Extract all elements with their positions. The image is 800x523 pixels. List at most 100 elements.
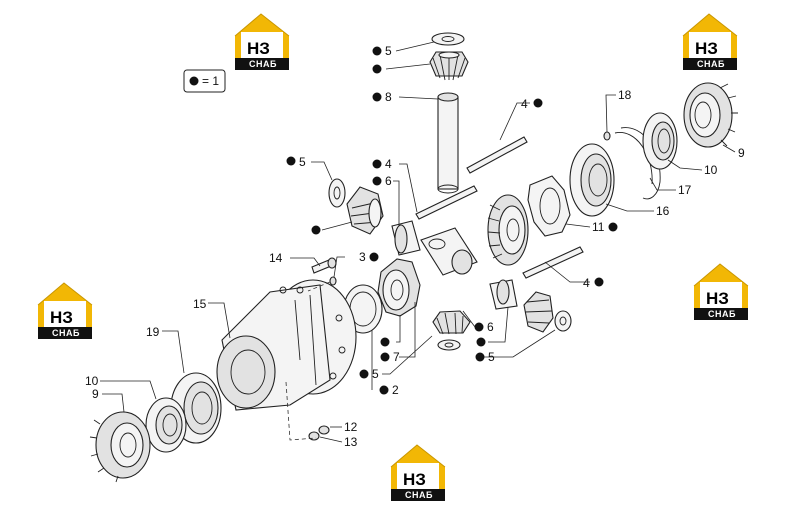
side-gear-large xyxy=(487,194,529,266)
pinion-gear-top xyxy=(429,51,469,81)
callout-15: 15 xyxy=(193,297,207,311)
svg-text:4: 4 xyxy=(521,97,528,111)
side-gear-left xyxy=(377,258,421,317)
brand-logo: НЗ СНАБ xyxy=(37,282,93,340)
svg-text:6: 6 xyxy=(487,320,494,334)
sleeve-left xyxy=(391,220,421,256)
svg-text:НЗ: НЗ xyxy=(403,470,426,489)
sleeve-right xyxy=(489,279,518,310)
callout-10-right: 10 xyxy=(704,163,718,177)
bearing-race-left xyxy=(145,397,187,453)
svg-text:10: 10 xyxy=(85,374,99,388)
callout-13: 13 xyxy=(344,435,358,449)
svg-text:3: 3 xyxy=(359,250,366,264)
svg-text:СНАБ: СНАБ xyxy=(405,490,433,500)
assembly-line xyxy=(307,281,331,292)
callout-9-left: 9 xyxy=(92,387,99,401)
svg-text:4: 4 xyxy=(385,157,392,171)
svg-text:СНАБ: СНАБ xyxy=(52,328,80,338)
svg-text:2: 2 xyxy=(392,383,399,397)
svg-text:7: 7 xyxy=(393,350,400,364)
brand-logo: НЗ СНАБ xyxy=(390,444,446,502)
svg-text:9: 9 xyxy=(92,387,99,401)
callout-4-top: 4 xyxy=(521,97,543,111)
svg-text:12: 12 xyxy=(344,420,358,434)
callout-3: 3 xyxy=(359,250,379,264)
callout-5-left: 5 xyxy=(286,155,306,169)
svg-text:СНАБ: СНАБ xyxy=(697,59,725,69)
callout-10-left: 10 xyxy=(85,374,99,388)
callout-dot-gear-top xyxy=(372,64,382,74)
thrust-plate xyxy=(527,175,571,237)
svg-text:10: 10 xyxy=(704,163,718,177)
callout-dot-gear-left xyxy=(311,225,321,235)
callout-4-mid: 4 xyxy=(372,157,392,171)
svg-text:19: 19 xyxy=(146,325,160,339)
thrust-washer-right xyxy=(554,310,572,332)
callout-16: 16 xyxy=(656,204,670,218)
pinion-gear-left xyxy=(346,186,384,235)
pin-top xyxy=(466,136,528,174)
pin-right xyxy=(522,246,584,279)
spider-block xyxy=(420,227,478,276)
callout-11: 11 xyxy=(592,220,618,234)
svg-text:СНАБ: СНАБ xyxy=(249,59,277,69)
thrust-washer-top xyxy=(431,32,465,46)
callout-18: 18 xyxy=(618,88,632,102)
callout-14: 14 xyxy=(269,251,283,265)
svg-text:5: 5 xyxy=(488,350,495,364)
brand-logo: НЗ СНАБ xyxy=(234,13,290,71)
svg-text:СНАБ: СНАБ xyxy=(708,309,736,319)
callout-19: 19 xyxy=(146,325,160,339)
svg-text:НЗ: НЗ xyxy=(706,289,729,308)
callout-dot-ring xyxy=(380,337,390,347)
callout-9-right: 9 xyxy=(738,146,745,160)
callout-2: 2 xyxy=(379,383,399,397)
pin-mid xyxy=(415,185,478,220)
callout-6-low: 6 xyxy=(474,320,494,334)
small-pin xyxy=(603,131,611,141)
assembly-line xyxy=(285,381,317,441)
svg-text:5: 5 xyxy=(372,367,379,381)
snap-ring xyxy=(614,127,661,200)
pinion-gear-bottom xyxy=(432,310,471,335)
thrust-washer-bottom xyxy=(437,339,461,351)
callout-dot-low xyxy=(476,337,486,347)
svg-text:14: 14 xyxy=(269,251,283,265)
differential-case xyxy=(216,279,357,411)
callout-8: 8 xyxy=(372,90,392,104)
cover-disc xyxy=(569,143,615,217)
svg-text:4: 4 xyxy=(583,276,590,290)
svg-text:9: 9 xyxy=(738,146,745,160)
svg-text:17: 17 xyxy=(678,183,692,197)
svg-text:15: 15 xyxy=(193,297,207,311)
roll-pin xyxy=(308,425,330,441)
small-pin-3 xyxy=(329,276,337,286)
leader-lines xyxy=(100,41,736,443)
callout-17: 17 xyxy=(678,183,692,197)
cross-shaft xyxy=(437,92,459,194)
callout-5-lowright: 5 xyxy=(475,350,495,364)
svg-text:11: 11 xyxy=(592,220,605,234)
callout-4-right: 4 xyxy=(583,276,604,290)
callout-12: 12 xyxy=(344,420,358,434)
pinion-gear-right xyxy=(523,291,554,333)
svg-text:13: 13 xyxy=(344,435,358,449)
svg-text:НЗ: НЗ xyxy=(695,39,718,58)
callout-5-low: 5 xyxy=(359,367,379,381)
brand-logo: НЗ СНАБ xyxy=(682,13,738,71)
bolt xyxy=(311,257,337,274)
svg-text:6: 6 xyxy=(385,174,392,188)
adjusting-nut-left xyxy=(89,411,151,483)
svg-text:5: 5 xyxy=(385,44,392,58)
legend-box: = 1 xyxy=(183,69,226,93)
callout-5-top: 5 xyxy=(372,44,392,58)
bearing-cup-left xyxy=(170,372,222,444)
brand-logo: НЗ СНАБ xyxy=(693,263,749,321)
bearing-race-right xyxy=(642,112,678,170)
svg-text:НЗ: НЗ xyxy=(247,39,270,58)
svg-text:НЗ: НЗ xyxy=(50,308,73,327)
svg-text:= 1: = 1 xyxy=(202,74,219,88)
svg-text:8: 8 xyxy=(385,90,392,104)
